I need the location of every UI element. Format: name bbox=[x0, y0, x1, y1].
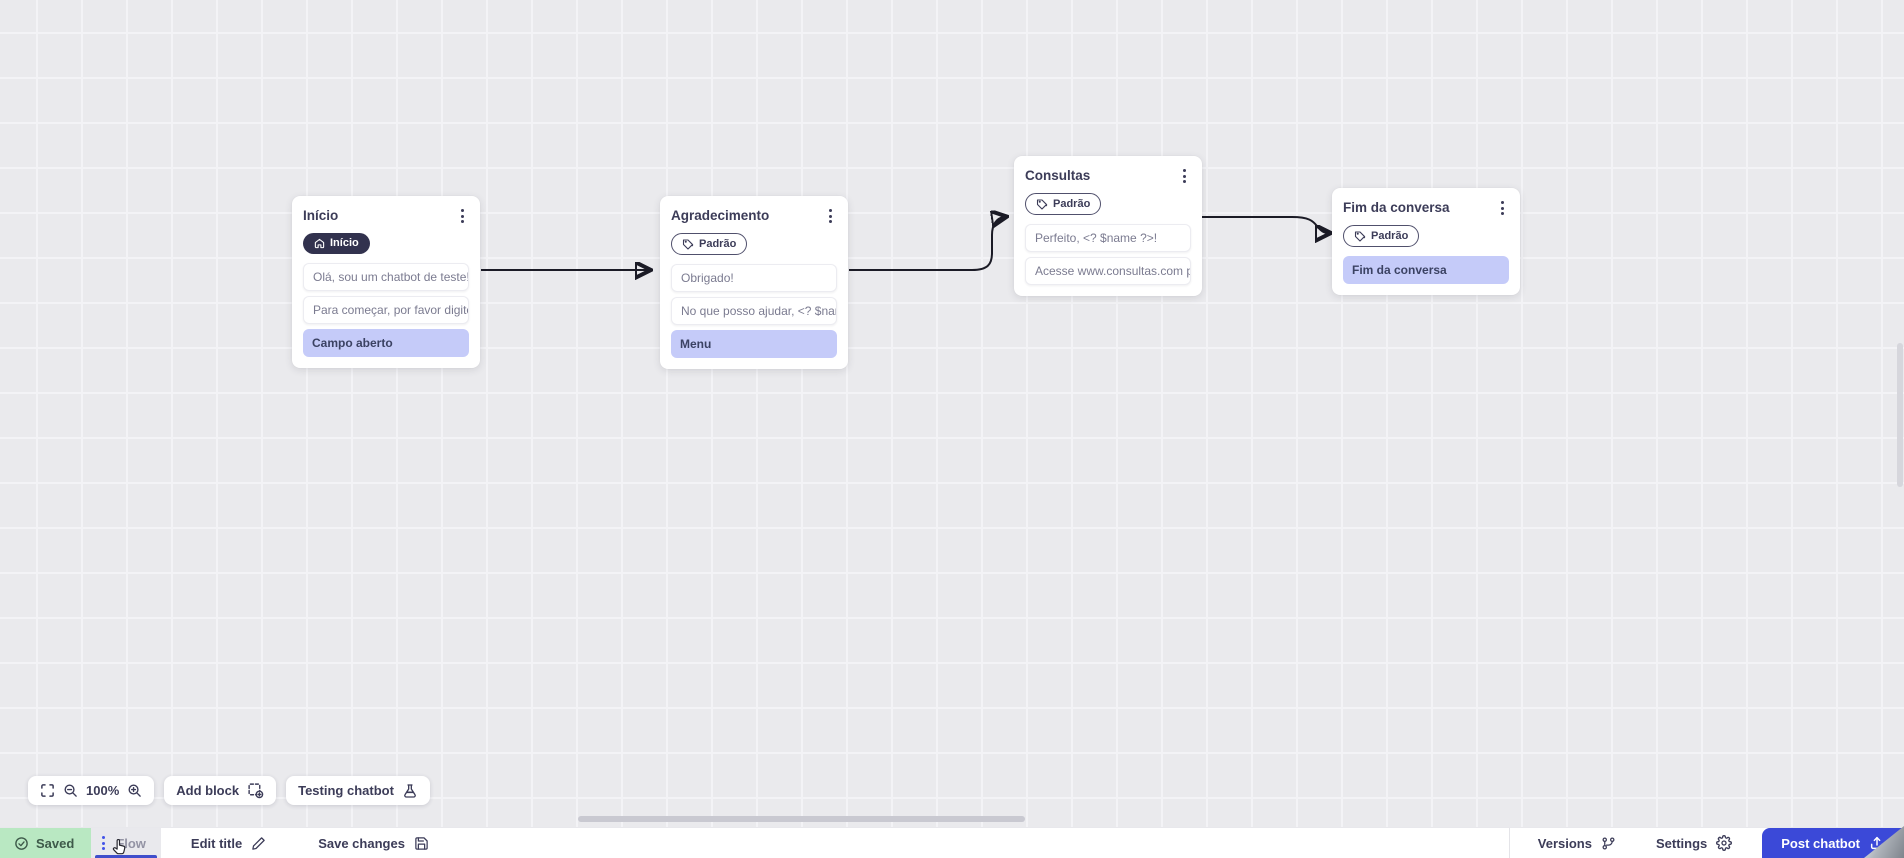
message-bubble[interactable]: Olá, sou um chatbot de teste! bbox=[303, 263, 469, 291]
add-block-button[interactable]: Add block bbox=[164, 776, 277, 805]
output-block[interactable]: Menu bbox=[671, 330, 837, 358]
start-badge: Início bbox=[303, 233, 370, 254]
node-title: Início bbox=[303, 208, 339, 223]
output-block[interactable]: Fim da conversa bbox=[1343, 256, 1509, 284]
statusbar-spacer bbox=[443, 828, 1509, 858]
zoom-level: 100% bbox=[86, 783, 120, 798]
connector-consultas-fim[interactable] bbox=[1202, 216, 1328, 233]
drag-handle-icon[interactable] bbox=[102, 836, 106, 850]
statusbar-right-group: Versions Settings Post chatbot bbox=[1508, 828, 1904, 858]
flow-node-inicio[interactable]: Início Início Olá, sou um chatbot de tes… bbox=[292, 196, 480, 368]
connector-layer bbox=[481, 0, 1904, 827]
tag-icon bbox=[682, 239, 694, 250]
add-block-icon bbox=[248, 783, 264, 799]
message-bubble[interactable]: Acesse www.consultas.com par... bbox=[1025, 257, 1191, 285]
message-bubble[interactable]: Perfeito, <? $name ?>! bbox=[1025, 224, 1191, 252]
testing-chatbot-button[interactable]: Testing chatbot bbox=[286, 776, 430, 805]
output-block[interactable]: Campo aberto bbox=[303, 329, 469, 357]
node-title: Fim da conversa bbox=[1343, 200, 1450, 215]
connector-agradecimento-consultas[interactable] bbox=[849, 217, 1004, 271]
kebab-icon[interactable] bbox=[824, 206, 837, 226]
node-title: Agradecimento bbox=[671, 208, 770, 223]
message-bubble[interactable]: Para começar, por favor digite o ... bbox=[303, 296, 469, 324]
kebab-icon[interactable] bbox=[456, 206, 469, 226]
zoom-out-icon[interactable] bbox=[63, 783, 78, 798]
status-bar: Saved Flow Edit title Save changes Versi… bbox=[0, 827, 1904, 858]
node-title: Consultas bbox=[1025, 168, 1091, 183]
flow-node-consultas[interactable]: Consultas Padrão Perfeito, <? $name ?>! … bbox=[1014, 156, 1202, 296]
zoom-controls: 100% bbox=[28, 776, 155, 805]
default-badge: Padrão bbox=[1343, 225, 1420, 247]
flow-canvas[interactable]: Início Início Olá, sou um chatbot de tes… bbox=[0, 0, 1904, 827]
pencil-icon bbox=[252, 836, 265, 850]
tab-flow[interactable]: Flow bbox=[91, 828, 161, 858]
home-icon bbox=[314, 238, 325, 249]
message-bubble[interactable]: Obrigado! bbox=[671, 264, 837, 292]
tag-icon bbox=[1354, 231, 1366, 242]
zoom-in-icon[interactable] bbox=[127, 783, 142, 798]
edit-title-button[interactable]: Edit title bbox=[177, 828, 280, 858]
check-circle-icon bbox=[15, 836, 28, 850]
tag-icon bbox=[1036, 199, 1048, 210]
flow-node-fim-da-conversa[interactable]: Fim da conversa Padrão Fim da conversa bbox=[1332, 188, 1520, 295]
default-badge: Padrão bbox=[671, 233, 748, 255]
kebab-icon[interactable] bbox=[1178, 166, 1191, 186]
flow-node-agradecimento[interactable]: Agradecimento Padrão Obrigado! No que po… bbox=[660, 196, 848, 369]
message-bubble[interactable]: No que posso ajudar, <? $name ... bbox=[671, 297, 837, 325]
settings-button[interactable]: Settings bbox=[1642, 828, 1746, 858]
save-icon bbox=[415, 836, 428, 850]
default-badge: Padrão bbox=[1025, 193, 1102, 215]
vertical-scrollbar-thumb[interactable] bbox=[1897, 343, 1903, 487]
branch-icon bbox=[1602, 837, 1615, 849]
versions-button[interactable]: Versions bbox=[1524, 828, 1630, 858]
kebab-icon[interactable] bbox=[1496, 198, 1509, 218]
canvas-toolbar: 100% Add block Testing chatbot bbox=[28, 776, 430, 805]
gear-icon bbox=[1716, 835, 1733, 851]
flask-icon bbox=[404, 783, 416, 798]
horizontal-scrollbar-thumb[interactable] bbox=[578, 816, 1025, 822]
fullscreen-icon[interactable] bbox=[40, 783, 55, 798]
saved-status-badge: Saved bbox=[0, 828, 92, 858]
save-changes-button[interactable]: Save changes bbox=[304, 828, 443, 858]
